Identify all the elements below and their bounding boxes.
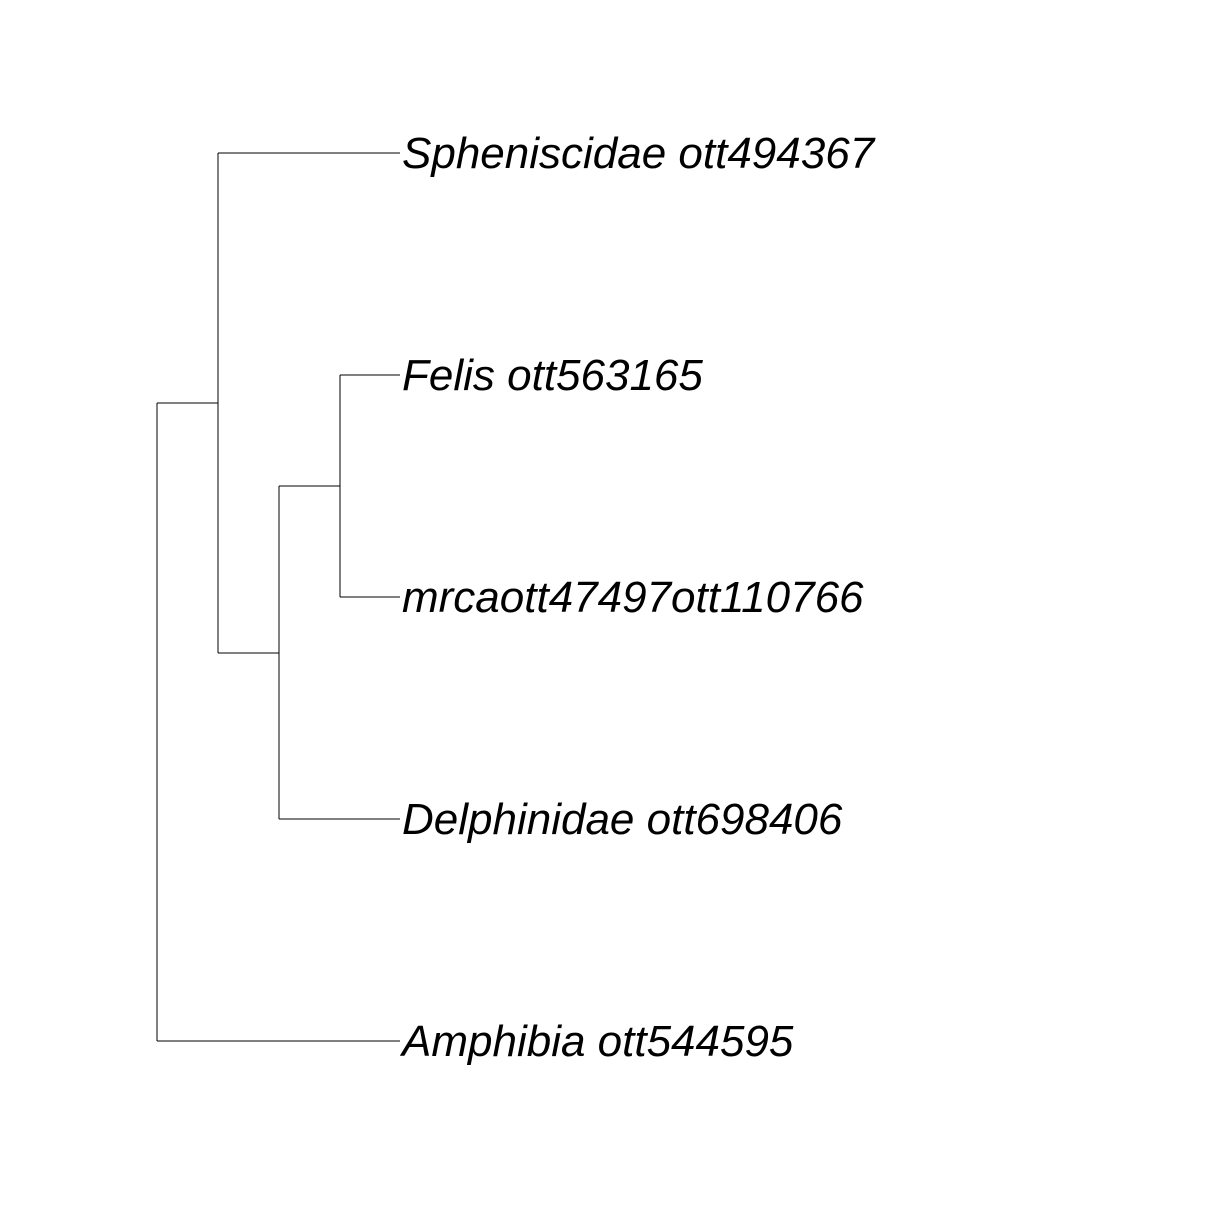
tip-label-spheniscidae: Spheniscidae ott494367	[402, 129, 876, 178]
tip-label-mrca: mrcaott47497ott110766	[402, 573, 864, 622]
node-felis-clade	[339, 374, 400, 598]
tip-label-amphibia: Amphibia ott544595	[399, 1017, 794, 1066]
node-root	[156, 402, 400, 1042]
tip-label-felis: Felis ott563165	[402, 351, 703, 400]
node-mammal-clade	[278, 485, 400, 820]
tip-label-delphinidae: Delphinidae ott698406	[402, 795, 843, 844]
node-ingroup	[217, 152, 400, 654]
